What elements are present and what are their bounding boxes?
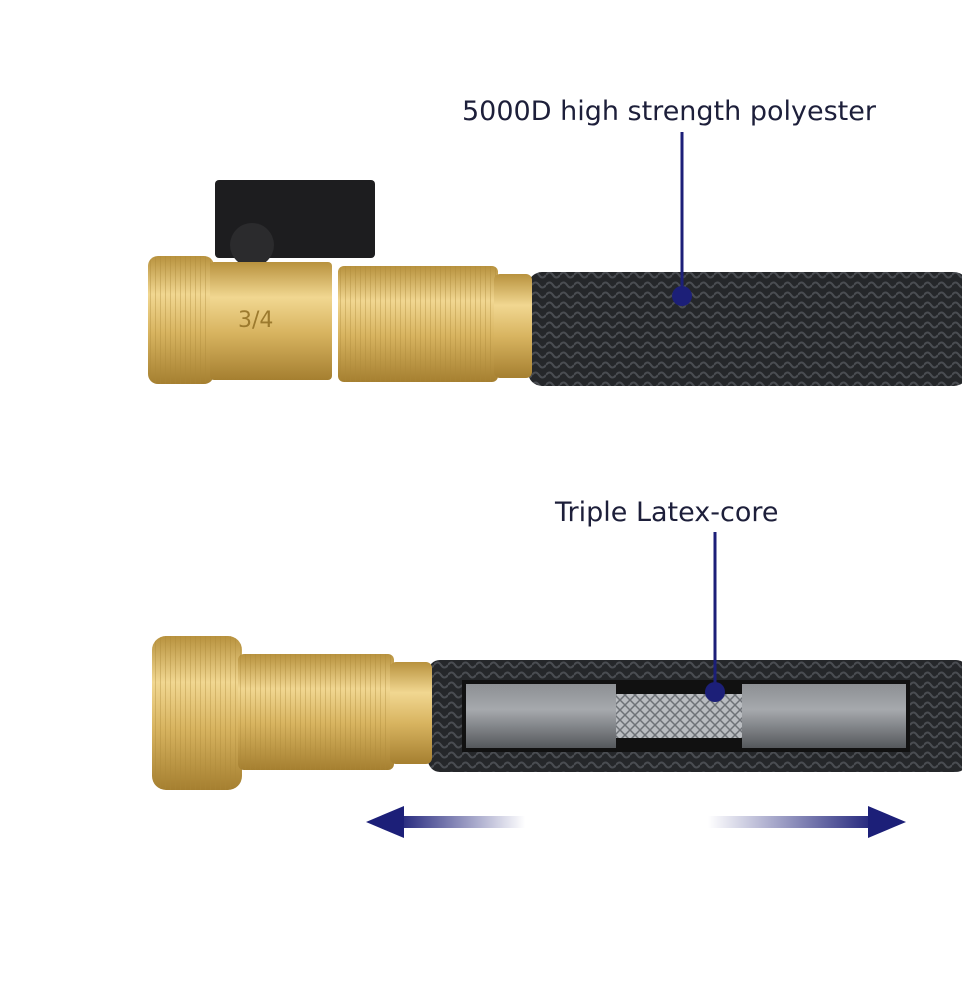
- bottom-collar: [390, 662, 432, 764]
- polyester-label: 5000D high strength polyester: [462, 96, 876, 127]
- reinforcement-mesh: [616, 694, 742, 738]
- valve-body: [210, 262, 332, 380]
- top-hose-assembly: [148, 180, 962, 386]
- latex-core-label: Triple Latex-core: [555, 497, 779, 528]
- bottom-hose-assembly: [152, 636, 962, 790]
- right-arrow-icon: [708, 806, 906, 838]
- top-hose-body: [528, 272, 962, 386]
- fitting-size-marking: 3/4: [238, 308, 274, 333]
- left-arrow-icon: [366, 806, 525, 838]
- top-collar: [494, 274, 532, 378]
- latex-core-left: [466, 684, 616, 748]
- valve-stem: [230, 223, 274, 267]
- bottom-callout-dot: [705, 682, 725, 702]
- latex-core-right: [742, 684, 906, 748]
- top-callout-dot: [672, 286, 692, 306]
